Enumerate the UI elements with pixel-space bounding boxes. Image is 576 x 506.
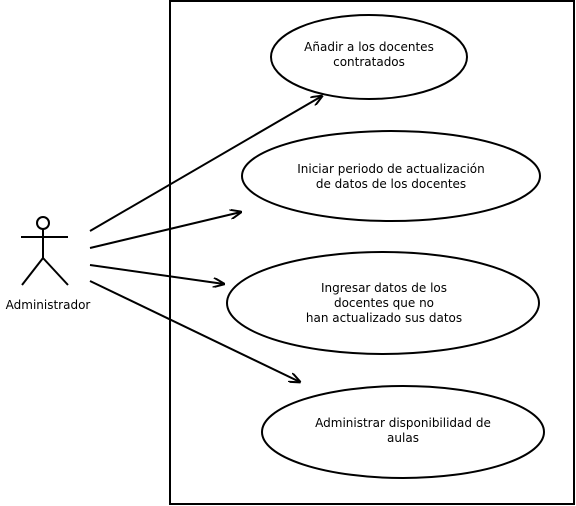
- use-case-label: Administrar disponibilidad de aulas: [315, 416, 491, 445]
- use-case-ellipse: [226, 251, 540, 355]
- use-case-label: Ingresar datos de los docentes que no ha…: [305, 281, 463, 325]
- actor-figure: [21, 216, 69, 286]
- association-arrow: [89, 264, 224, 284]
- use-case-label: Añadir a los docentes contratados: [304, 40, 434, 69]
- association-arrow: [89, 212, 241, 249]
- use-case-ellipse: [241, 130, 541, 222]
- system-boundary: [169, 0, 575, 505]
- association-arrow: [89, 280, 300, 382]
- association-arrow: [89, 96, 322, 232]
- use-case-ellipse: [261, 385, 545, 479]
- use-case-label: Iniciar periodo de actualización de dato…: [297, 162, 485, 191]
- actor-name: Administrador: [5, 298, 91, 312]
- use-case-ellipse: [270, 14, 468, 100]
